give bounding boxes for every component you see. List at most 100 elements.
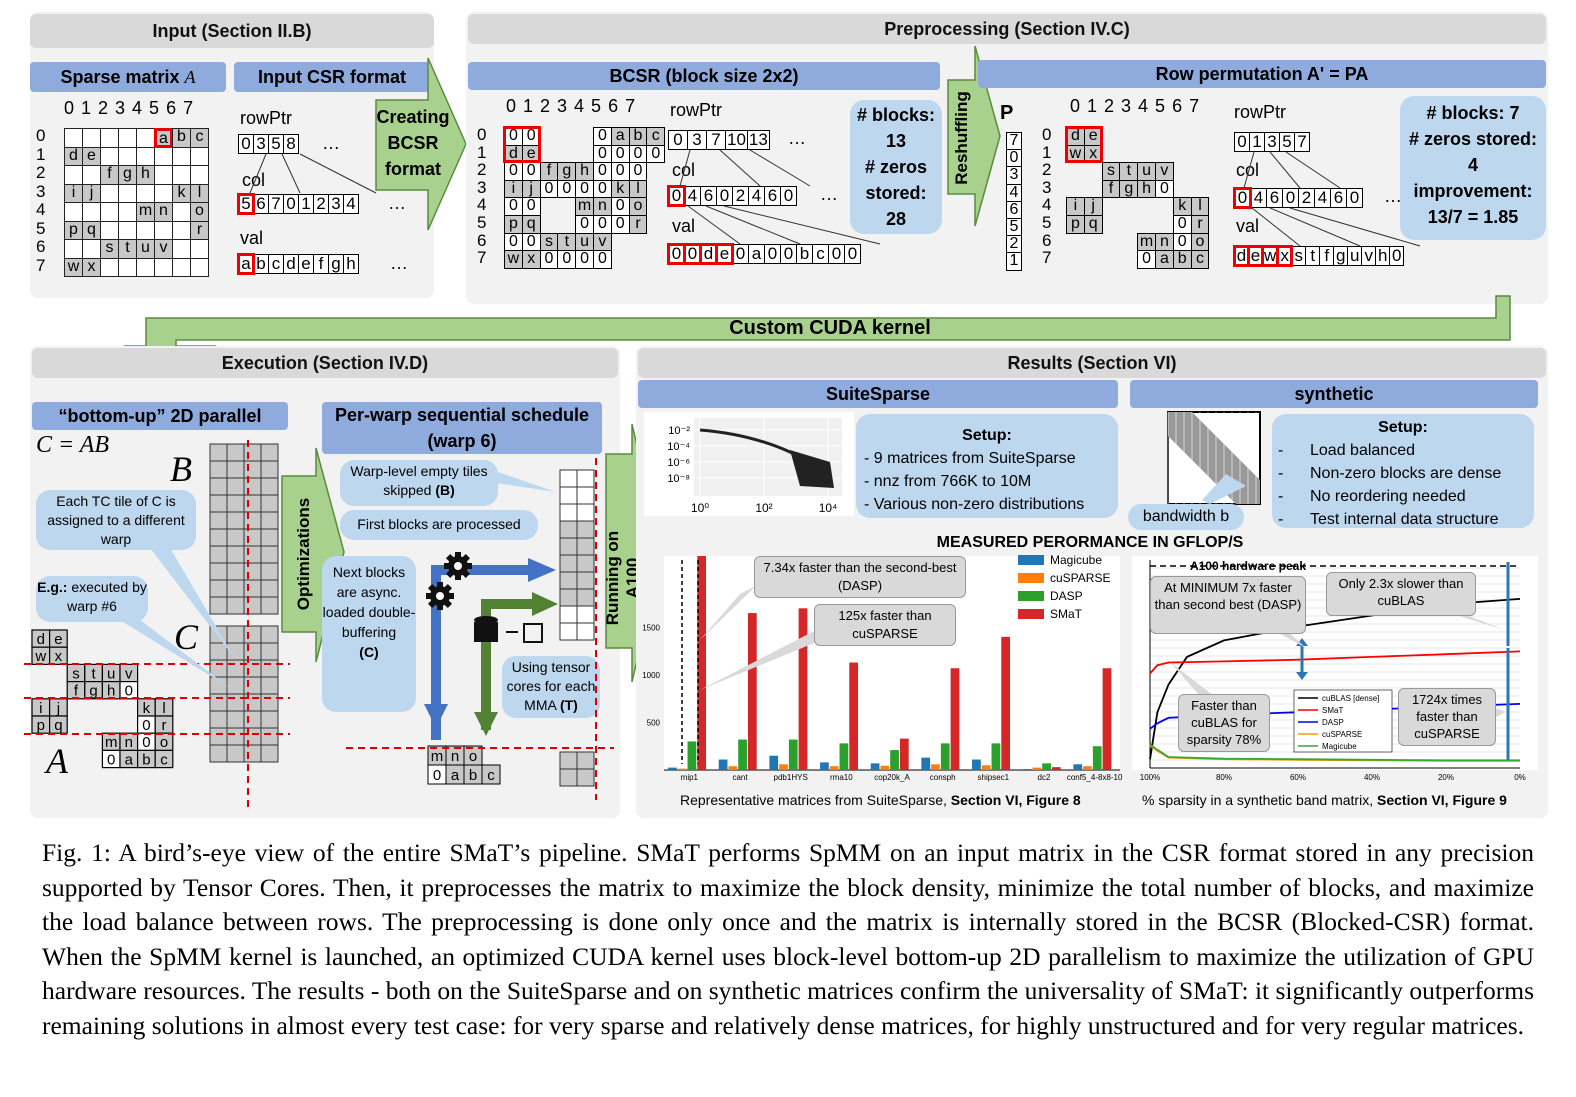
bcsr-col-indices: 0 1 2 3 4 5 6 7: [506, 96, 637, 116]
row-index: 0: [1042, 125, 1052, 144]
b-matrix-cell: [260, 562, 279, 581]
row-index: 5: [36, 218, 46, 238]
note-734: 7.34x faster than the second-best (DASP): [754, 556, 966, 598]
bcsr-cell: q: [521, 215, 541, 234]
sparse-cell: [100, 146, 119, 166]
loglog-xtick: 10⁴: [819, 501, 838, 515]
next-blocks-note: Next blocks are async. loaded double-buf…: [322, 556, 416, 712]
c-matrix-cell: [243, 744, 262, 763]
sparse-cell: [82, 165, 101, 185]
per-warp-title: Per-warp sequential schedule (warp 6): [322, 402, 602, 454]
c-matrix-cell: [209, 659, 228, 678]
a-matrix-cell-text: c: [160, 751, 168, 768]
a-matrix-cell-text: b: [142, 751, 150, 768]
custom-kernel-label: Custom CUDA kernel: [729, 317, 931, 339]
b-matrix-cell: [226, 528, 245, 547]
sparse-nonzero: j: [82, 183, 101, 203]
perm-val-cell: s: [1291, 246, 1307, 266]
note-125-text: 125x faster than cuSPARSE: [838, 608, 932, 641]
perm-cell: l: [1190, 197, 1210, 216]
csr-rowptr-cell: 5: [268, 134, 284, 154]
bcsr-cell: b: [628, 127, 648, 146]
a-matrix-cell-text: 0: [142, 734, 150, 751]
bcsr-stats-line3: # zeros: [864, 157, 928, 177]
bcsr-rowptr-cell: 13: [746, 130, 770, 150]
perm-col-cell: 6: [1266, 188, 1283, 208]
sparse-cell: [136, 220, 155, 240]
sparse-cell: [100, 220, 119, 240]
a-matrix-cell-text: i: [39, 700, 42, 717]
bcsr-cell: o: [628, 197, 648, 216]
synthetic-setup: Setup: - Load balanced - Non-zero blocks…: [1272, 414, 1534, 528]
csr-col-cell: 2: [313, 194, 329, 214]
sparse-cell: [136, 128, 155, 148]
bar-cusparse: [931, 764, 940, 770]
a-matrix-cell-text: x: [55, 648, 63, 665]
b-matrix-cell: [209, 562, 228, 581]
bcsr-val-cell: 0: [764, 244, 781, 264]
warp-a-cell-text: a: [451, 767, 460, 784]
bar-category-label: conf5_4-8x8-10: [1067, 773, 1123, 782]
reshuffling-label: Reshuffling: [952, 91, 971, 185]
bcsr-cell: c: [646, 127, 666, 146]
bcsr-title: BCSR (block size 2x2): [468, 62, 940, 90]
sparse-cell: [118, 257, 137, 277]
perm-rowptr-cell: 5: [1279, 132, 1295, 152]
a-matrix-cell-text: u: [107, 665, 115, 682]
creating-bcsr-label: Creating BCSR format: [376, 107, 450, 179]
row-index: 5: [1042, 212, 1052, 232]
c-matrix-cell: [226, 625, 245, 644]
perm-col-cell: 0: [1233, 187, 1252, 209]
c-matrix-cell: [243, 727, 262, 746]
bcsr-col-cell: 4: [684, 186, 701, 206]
blue-down-arrowhead: [424, 704, 448, 728]
synthetic-setup-title: Setup:: [1378, 419, 1428, 436]
chip-icon: [523, 623, 543, 643]
row-index: 4: [477, 195, 487, 215]
perm-col-cell: 0: [1346, 188, 1363, 208]
bcsr-val-cell: d: [699, 243, 718, 265]
csr-rowptr-cell: 0: [238, 134, 254, 154]
p-cell: 7: [1006, 132, 1022, 151]
perm-val-cell: g: [1333, 246, 1349, 266]
note-1724-text: 1724x times faster than cuSPARSE: [1411, 692, 1483, 741]
bcsr-highlight-block: [503, 126, 541, 164]
bcsr-col-cell: 6: [764, 186, 781, 206]
bar-smat: [899, 738, 909, 770]
eg-note-text: executed by warp #6: [67, 579, 147, 614]
c-matrix-cell: [260, 693, 279, 712]
next-blocks-tag: (C): [359, 644, 379, 660]
suite-setup-title: Setup:: [962, 427, 1012, 444]
b-matrix-cell: [209, 528, 228, 547]
row-permutation-title: Row permutation A' = PA: [978, 60, 1546, 88]
warp-b-cell: [576, 520, 595, 539]
b-matrix-cell: [209, 545, 228, 564]
bar-dasp: [788, 739, 798, 770]
b-matrix-cell: [209, 579, 228, 598]
bar-smat: [1051, 767, 1061, 770]
bcsr-cell: g: [557, 162, 577, 181]
perm-cell: 0: [1155, 179, 1174, 199]
csr-val-cell: b: [253, 254, 269, 274]
csr-val-cell: c: [268, 254, 284, 274]
bar-dasp: [1042, 763, 1051, 770]
perm-col-cell: 4: [1314, 188, 1331, 208]
perm-stats-line2: # zeros stored:: [1408, 129, 1538, 149]
bar-magicube: [921, 757, 931, 770]
bar-cusparse: [728, 766, 738, 770]
bcsr-cell: 0: [539, 179, 559, 199]
csr-col-cell: 4: [343, 194, 359, 214]
row-index: 2: [477, 160, 487, 180]
bar-category-label: cant: [732, 773, 748, 782]
p-cell: 5: [1006, 217, 1022, 237]
input-csr-title: Input CSR format: [234, 62, 430, 92]
line-xtick: 0%: [1514, 773, 1526, 782]
sparse-cell: [82, 202, 101, 222]
legend-swatch: [1018, 591, 1044, 601]
a-matrix-cell-text: p: [37, 717, 45, 734]
